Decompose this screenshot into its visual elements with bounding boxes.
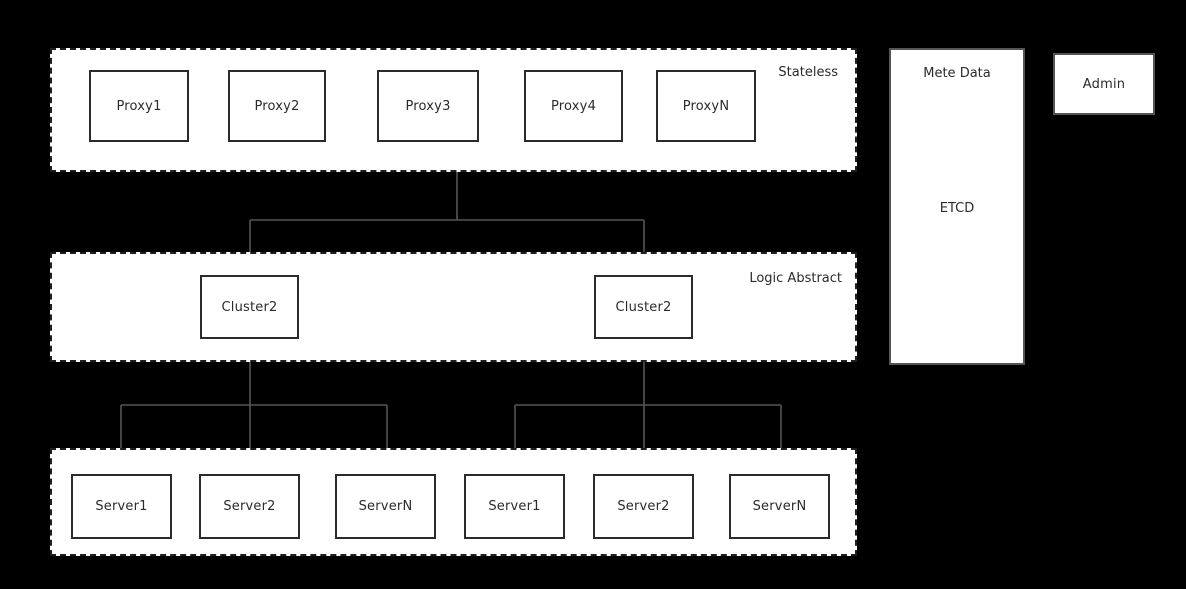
node-server1-right[interactable]: Server1 xyxy=(464,474,565,539)
node-cluster-left[interactable]: Cluster2 xyxy=(200,275,299,339)
node-proxy1[interactable]: Proxy1 xyxy=(89,70,189,142)
node-proxy3[interactable]: Proxy3 xyxy=(377,70,479,142)
node-proxy4[interactable]: Proxy4 xyxy=(524,70,623,142)
node-server2-right[interactable]: Server2 xyxy=(593,474,694,539)
node-server1-left[interactable]: Server1 xyxy=(71,474,172,539)
etcd-panel-name: ETCD xyxy=(939,201,975,216)
layer-logic-abstract-label: Logic Abstract xyxy=(749,271,842,286)
node-proxy2[interactable]: Proxy2 xyxy=(228,70,326,142)
node-server2-left[interactable]: Server2 xyxy=(199,474,300,539)
layer-stateless-label: Stateless xyxy=(778,65,838,80)
etcd-panel-title: Mete Data xyxy=(923,66,991,81)
node-admin[interactable]: Admin xyxy=(1053,53,1155,115)
etcd-panel: Mete Data ETCD xyxy=(889,48,1025,365)
node-proxyn[interactable]: ProxyN xyxy=(656,70,756,142)
layer-logic-abstract xyxy=(50,252,857,362)
layer-servers xyxy=(50,448,857,556)
node-cluster-right[interactable]: Cluster2 xyxy=(594,275,693,339)
node-servern-right[interactable]: ServerN xyxy=(729,474,830,539)
node-servern-left[interactable]: ServerN xyxy=(335,474,436,539)
